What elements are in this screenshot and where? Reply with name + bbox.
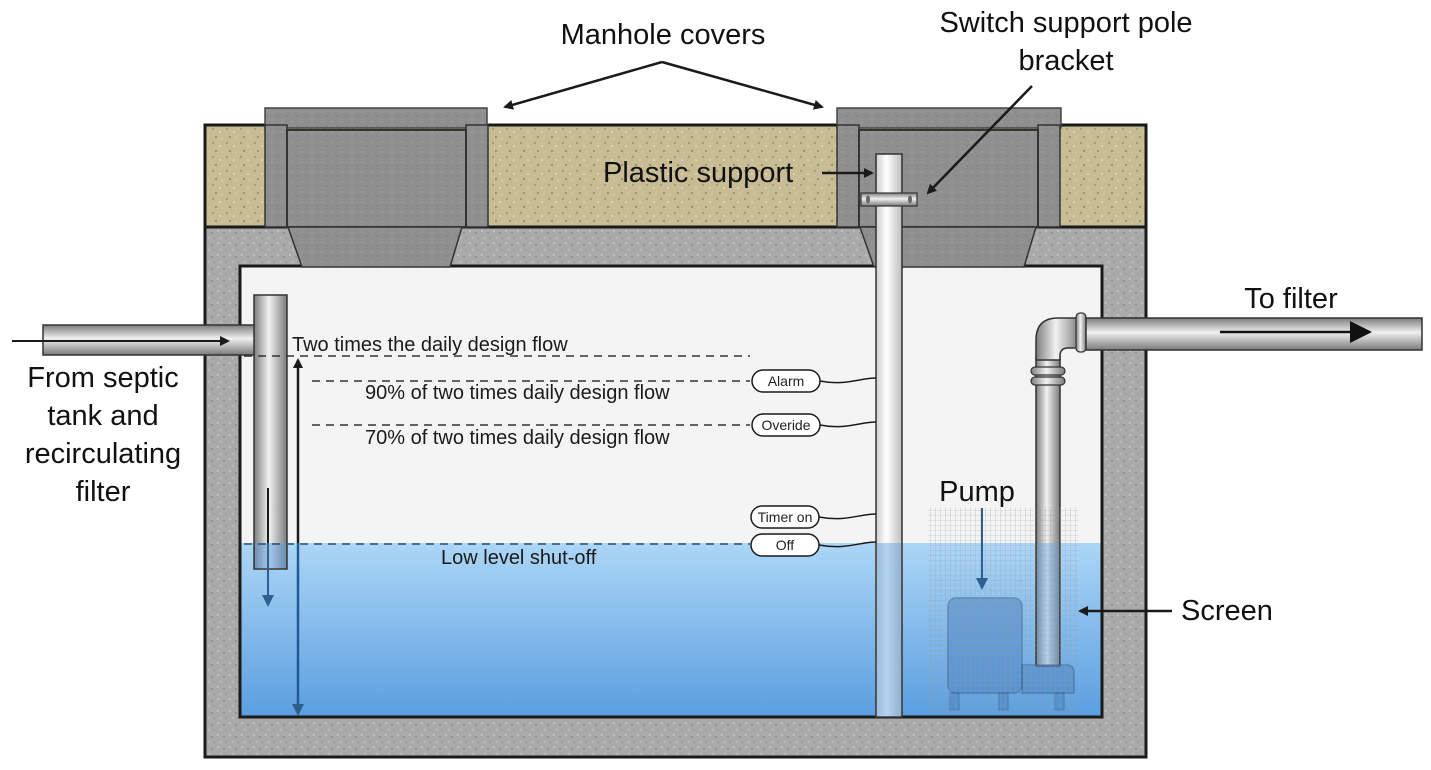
label-pump: Pump: [939, 476, 1015, 508]
level-label-ninety: 90% of two times daily design flow: [365, 382, 670, 404]
label-to-filter: To filter: [1244, 283, 1338, 315]
label-from-septic-line4: filter: [76, 476, 131, 508]
label-switch-support-line2: bracket: [1018, 45, 1113, 77]
level-label-low: Low level shut-off: [441, 547, 597, 569]
float-label-override: Overide: [761, 417, 810, 433]
label-from-septic-line1: From septic: [27, 362, 178, 394]
manhole-callout-right-arrow: [661, 60, 824, 110]
float-switch-timer-on: Timer on: [750, 505, 877, 529]
label-screen: Screen: [1181, 595, 1273, 627]
float-label-off: Off: [776, 537, 795, 553]
label-from-septic-line2: tank and: [47, 400, 158, 432]
switch-support-bracket: [860, 192, 918, 207]
label-manhole-covers: Manhole covers: [561, 19, 766, 51]
level-label-two-times: Two times the daily design flow: [292, 334, 568, 356]
manhole-left: [264, 107, 489, 268]
float-label-timer-on: Timer on: [758, 509, 813, 525]
manhole-right: [836, 107, 1062, 268]
pump-screen: [928, 507, 1078, 714]
label-switch-support-line1: Switch support pole: [939, 7, 1192, 39]
float-label-alarm: Alarm: [768, 373, 805, 389]
float-switch-off: Off: [750, 533, 877, 557]
level-label-seventy: 70% of two times daily design flow: [365, 427, 670, 449]
bracket-callout-arrow: [926, 85, 1033, 195]
pole-underwater-tint: [877, 543, 901, 716]
label-plastic-support: Plastic support: [603, 157, 793, 189]
float-switch-alarm: Alarm: [751, 369, 877, 393]
switch-support-pole: [875, 153, 903, 718]
float-switch-override: Overide: [751, 413, 877, 437]
label-from-septic-line3: recirculating: [25, 438, 181, 470]
manhole-callout-left-arrow: [503, 60, 663, 110]
